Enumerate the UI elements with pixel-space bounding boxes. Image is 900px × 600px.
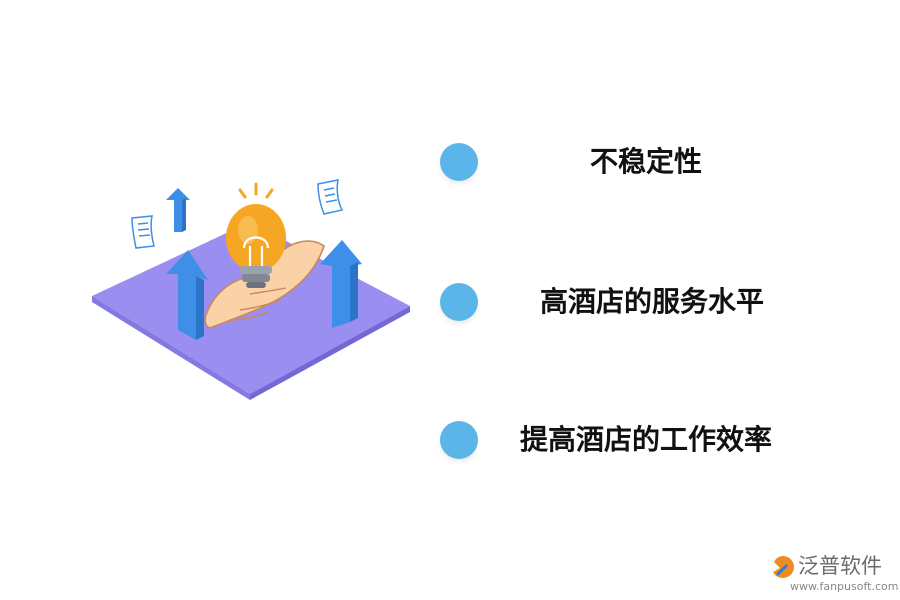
bullet-dot	[440, 283, 478, 321]
brand-logo: 泛普软件 www.fanpusoft.com	[770, 552, 899, 598]
bullet-dot	[440, 143, 478, 181]
bullet-label: 高酒店的服务水平	[540, 285, 765, 318]
bullet-label: 提高酒店的工作效率	[520, 423, 773, 456]
bullet-item: 高酒店的服务水平	[440, 280, 860, 324]
logo-mark-icon	[773, 556, 794, 578]
arrow-up-icon	[320, 240, 362, 328]
idea-hand-illustration	[92, 179, 410, 400]
arrow-up-icon	[166, 188, 190, 232]
bullet-item: 提高酒店的工作效率	[440, 418, 860, 462]
logo-name: 泛普软件	[798, 554, 882, 578]
bullet-label: 不稳定性	[590, 145, 703, 178]
document-icon	[317, 179, 344, 215]
bullet-dot	[440, 421, 478, 459]
bullet-item: 不稳定性	[440, 140, 860, 184]
illustration	[80, 170, 420, 410]
arrow-up-icon	[166, 250, 208, 340]
lightbulb-icon	[226, 182, 286, 288]
logo-url: www.fanpusoft.com	[790, 580, 899, 593]
document-icon	[131, 215, 155, 249]
